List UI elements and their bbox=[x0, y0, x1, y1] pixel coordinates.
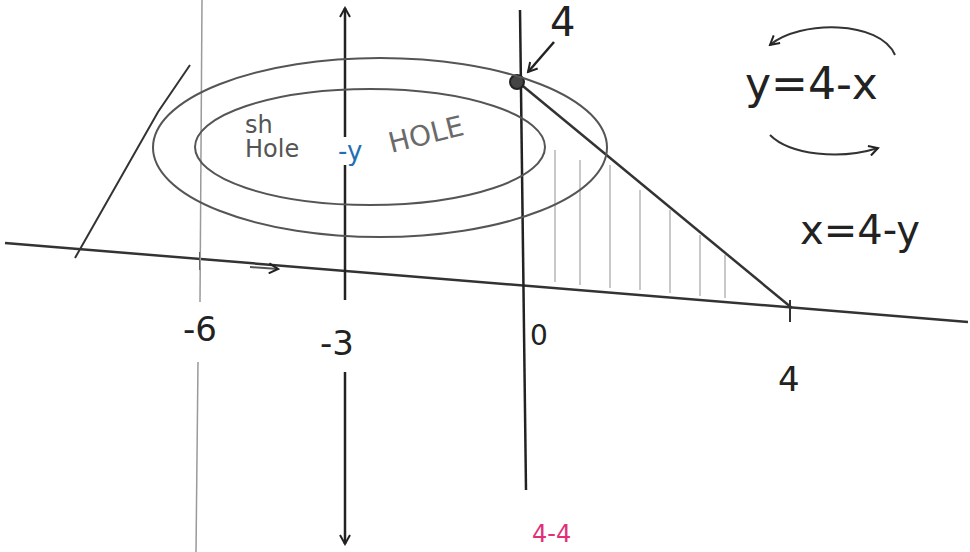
shaded-region bbox=[555, 150, 725, 298]
equation: x=4-y bbox=[800, 210, 920, 250]
pink-note: 4-4 bbox=[532, 522, 571, 546]
x-axis bbox=[5, 243, 968, 322]
ellipse-outline bbox=[150, 55, 610, 240]
rotation-axis bbox=[344, 8, 347, 544]
point-label: 4 bbox=[550, 2, 575, 42]
function-line bbox=[518, 82, 792, 308]
hole-label: HOLE bbox=[386, 112, 467, 158]
vertical-line bbox=[196, 0, 202, 552]
equation: y=4-x bbox=[745, 62, 878, 106]
region-note: sh Hole bbox=[245, 113, 307, 161]
curved-arrow bbox=[770, 135, 878, 154]
tick-label: -6 bbox=[183, 312, 217, 346]
axis-arrow bbox=[250, 267, 278, 269]
curved-arrow bbox=[770, 27, 895, 55]
mirror-line bbox=[75, 65, 190, 258]
leader-arrow bbox=[528, 42, 554, 72]
radius-label: -y bbox=[335, 137, 365, 165]
tick-marks bbox=[200, 252, 790, 322]
tick-label: 4 bbox=[778, 362, 800, 396]
tick-label: 0 bbox=[530, 322, 548, 350]
washer-ellipse: sh Hole -y HOLE bbox=[150, 55, 610, 240]
tick-label: -3 bbox=[320, 326, 354, 360]
